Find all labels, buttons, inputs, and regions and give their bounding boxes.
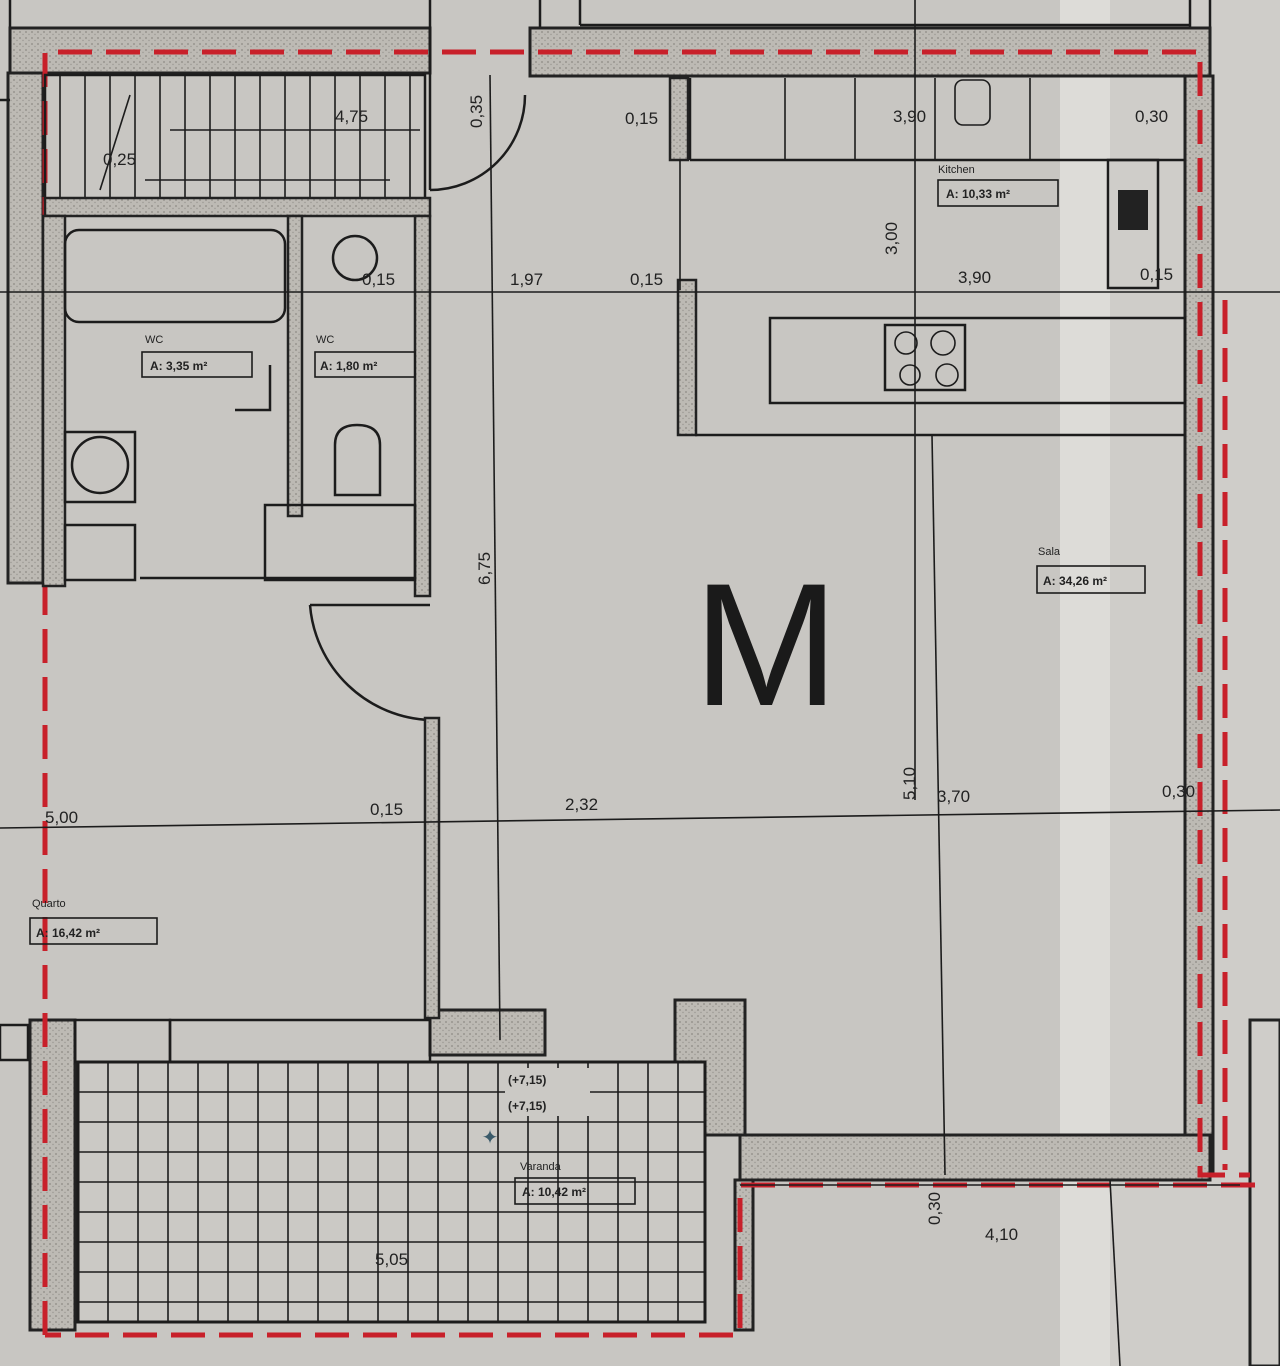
left-adjacent-unit bbox=[0, 98, 432, 1064]
sink-cabinet bbox=[63, 430, 137, 504]
unit-label: M bbox=[693, 548, 839, 743]
dim-label: 5,05 bbox=[375, 1250, 408, 1269]
dim-label: 3,90 bbox=[958, 268, 991, 287]
bathroom-walls bbox=[41, 196, 432, 598]
room-area: A: 10,42 m² bbox=[522, 1185, 586, 1199]
bathroom-cabinet bbox=[63, 523, 137, 582]
level-point-icon: ✦ bbox=[482, 1127, 499, 1149]
room-name: WC bbox=[145, 334, 163, 346]
balcony-tiles bbox=[76, 1060, 707, 1324]
room-label-quarto: Quarto A: 16,42 m² bbox=[29, 898, 158, 945]
room-label-wc-2: WC A: 1,80 m² bbox=[314, 334, 416, 378]
dim-label: 3,90 bbox=[893, 107, 926, 126]
dim-label: 4,10 bbox=[985, 1225, 1018, 1244]
balcony-outline bbox=[76, 1060, 707, 1324]
dim-label: 3,00 bbox=[882, 222, 901, 255]
room-area: A: 1,80 m² bbox=[320, 359, 377, 373]
room-label-varanda: Varanda A: 10,42 m² bbox=[514, 1161, 636, 1205]
dim-label: 5,00 bbox=[45, 808, 78, 827]
dim-label: 0,15 bbox=[370, 800, 403, 819]
dim-label: 0,30 bbox=[1162, 782, 1195, 801]
dim-label: 4,75 bbox=[335, 107, 368, 126]
level-marker: (+7,15) bbox=[508, 1073, 546, 1087]
dimension-labels: 4,75 0,25 0,35 0,15 3,90 0,30 3,00 0,15 … bbox=[45, 95, 1195, 1269]
dim-label: 0,35 bbox=[467, 95, 486, 128]
room-area: A: 3,35 m² bbox=[150, 359, 207, 373]
sink-icon bbox=[70, 435, 130, 495]
room-label-sala: Sala A: 34,26 m² bbox=[1036, 546, 1146, 594]
room-area: A: 10,33 m² bbox=[946, 187, 1010, 201]
fridge-icon bbox=[1118, 190, 1148, 230]
room-label-wc-1: WC A: 3,35 m² bbox=[141, 334, 253, 378]
bedroom-wall bbox=[423, 716, 441, 1020]
room-name: Sala bbox=[1038, 546, 1061, 558]
dim-label: 0,30 bbox=[925, 1192, 944, 1225]
room-area: A: 34,26 m² bbox=[1043, 574, 1107, 588]
dim-label: 0,15 bbox=[630, 270, 663, 289]
dim-label: 6,75 bbox=[475, 552, 494, 585]
room-name: Quarto bbox=[32, 898, 66, 910]
entry-door-swing bbox=[429, 94, 527, 192]
bathroom-pipe bbox=[235, 365, 272, 412]
dim-label: 2,32 bbox=[565, 795, 598, 814]
hob-icon bbox=[883, 323, 967, 392]
level-markers: (+7,15) (+7,15) ✦ bbox=[482, 1068, 590, 1149]
dim-label: 0,15 bbox=[1140, 265, 1173, 284]
bedroom-door-swing bbox=[308, 604, 431, 722]
washbasin-icon bbox=[331, 234, 379, 282]
dim-label: 3,70 bbox=[937, 787, 970, 806]
room-name: WC bbox=[316, 334, 334, 346]
room-area: A: 16,42 m² bbox=[36, 926, 100, 940]
dim-label: 0,25 bbox=[103, 150, 136, 169]
toilet-icon bbox=[333, 423, 382, 497]
bathtub bbox=[63, 228, 287, 324]
kitchen-fixtures bbox=[668, 76, 1187, 437]
room-name: Varanda bbox=[520, 1161, 562, 1173]
dim-label: 0,15 bbox=[625, 109, 658, 128]
dim-label: 0,30 bbox=[1135, 107, 1168, 126]
dim-label: 0,15 bbox=[362, 270, 395, 289]
top-adjacent-unit bbox=[8, 0, 1212, 30]
room-label-kitchen: Kitchen A: 10,33 m² bbox=[937, 164, 1059, 207]
dim-label: 1,97 bbox=[510, 270, 543, 289]
dim-label: 5,10 bbox=[900, 767, 919, 800]
room-name: Kitchen bbox=[938, 164, 975, 176]
level-marker: (+7,15) bbox=[508, 1099, 546, 1113]
